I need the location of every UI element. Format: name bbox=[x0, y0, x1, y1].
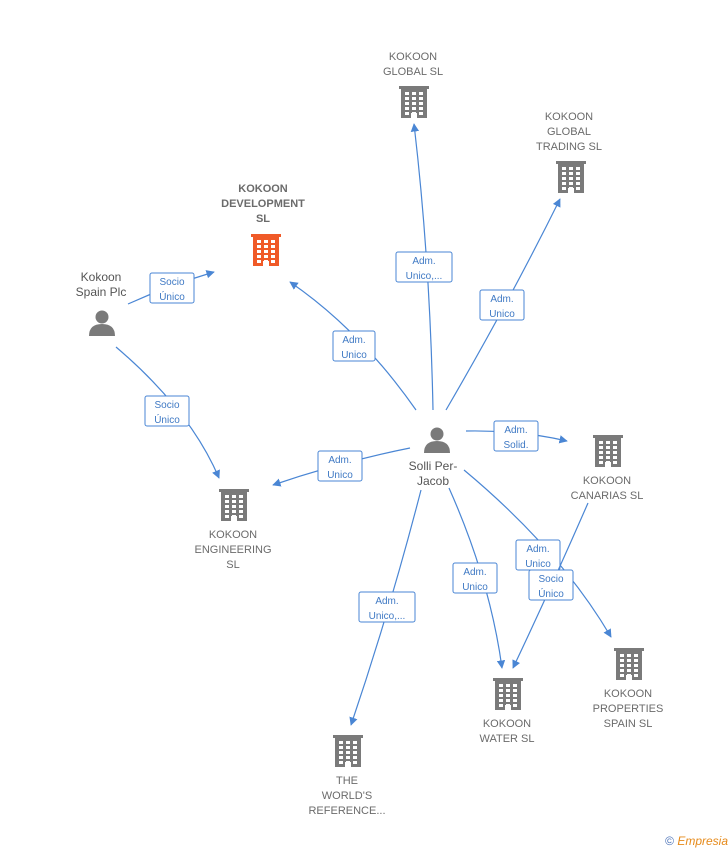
node-label-line: Kokoon bbox=[81, 270, 122, 284]
edge-label-box[interactable]: Adm. Solid. bbox=[493, 420, 539, 452]
building-icon[interactable] bbox=[556, 161, 586, 193]
building-icon[interactable] bbox=[219, 489, 249, 521]
node-label-line: PROPERTIES bbox=[593, 703, 664, 715]
node-label-line: WORLD'S bbox=[322, 790, 372, 802]
edge-label-line: Adm. bbox=[342, 335, 365, 346]
person-icon[interactable] bbox=[424, 427, 450, 454]
edge-solli-to-worlds-reference: Adm. Unico,... bbox=[349, 489, 422, 726]
node-label-line: KOKOON bbox=[209, 529, 257, 541]
node-kokoon-global-trading[interactable]: KOKOON GLOBAL TRADING SL bbox=[536, 111, 602, 193]
edge-solli-to-development: Adm. Unico bbox=[289, 281, 417, 411]
node-kokoon-engineering[interactable]: KOKOON ENGINEERING SL bbox=[194, 489, 272, 571]
edge-label-box[interactable]: Adm. Unico bbox=[452, 562, 498, 594]
edge-solli-to-global-trading: Adm. Unico bbox=[445, 198, 561, 411]
edge-label-box[interactable]: Adm. Unico bbox=[317, 450, 363, 482]
edge-label-line: Socio bbox=[154, 400, 179, 411]
edge-label-line: Adm. bbox=[412, 256, 435, 267]
edge-label-line: Unico bbox=[525, 559, 551, 570]
node-label-line: WATER SL bbox=[479, 733, 534, 745]
building-icon[interactable] bbox=[251, 234, 281, 266]
node-label-line: KOKOON bbox=[389, 51, 437, 63]
edge-solli-to-engineering: Adm. Unico bbox=[272, 447, 411, 487]
node-label-line: SPAIN SL bbox=[604, 718, 653, 730]
edge-label-line: Único bbox=[154, 413, 180, 426]
footer-watermark: © Empresia bbox=[665, 834, 728, 848]
edge-label-line: Unico bbox=[462, 582, 488, 593]
edge-label-line: Adm. bbox=[526, 544, 549, 555]
node-worlds-reference[interactable]: THE WORLD'S REFERENCE... bbox=[308, 735, 386, 817]
edge-label-box[interactable]: Adm. Unico bbox=[479, 289, 525, 321]
node-kokoon-global[interactable]: KOKOON GLOBAL SL bbox=[383, 51, 443, 118]
edge-label-line: Socio bbox=[159, 277, 184, 288]
edge-label-box[interactable]: Adm. Unico,... bbox=[395, 251, 453, 283]
edges-layer: Adm.Unico,...Adm.UnicoAdm.UnicoSocioÚnic… bbox=[115, 123, 612, 726]
edge-solli-to-canarias: Adm. Solid. bbox=[465, 420, 568, 452]
empresia-logo: Empresia bbox=[677, 834, 728, 848]
node-solli-per-jacob[interactable]: Solli Per-Jacob bbox=[409, 427, 458, 489]
copyright-symbol: © bbox=[665, 834, 674, 848]
building-icon[interactable] bbox=[333, 735, 363, 767]
node-kokoon-properties-spain[interactable]: KOKOON PROPERTIES SPAIN SL bbox=[593, 648, 664, 730]
edge-label-line: Solid. bbox=[503, 440, 528, 451]
node-label-line: GLOBAL SL bbox=[383, 66, 443, 78]
edge-label-line: Socio bbox=[538, 574, 563, 585]
node-label-line: Jacob bbox=[417, 474, 449, 488]
edge-label-line: Unico bbox=[327, 470, 353, 481]
building-icon[interactable] bbox=[614, 648, 644, 680]
edge-label-line: Unico,... bbox=[406, 271, 443, 282]
edge-solli-to-water: Adm. Unico bbox=[448, 487, 506, 669]
node-label-line: SL bbox=[226, 559, 239, 571]
edge-label-line: Adm. bbox=[490, 294, 513, 305]
node-label-line: CANARIAS SL bbox=[571, 490, 644, 502]
edge-label-line: Único bbox=[538, 587, 564, 600]
edge-label-line: Adm. bbox=[463, 567, 486, 578]
node-kokoon-canarias[interactable]: KOKOON CANARIAS SL bbox=[571, 435, 644, 502]
node-label-line: KOKOON bbox=[483, 718, 531, 730]
edge-label-line: Adm. bbox=[328, 455, 351, 466]
edge-label-box[interactable]: Adm. Unico bbox=[332, 330, 376, 362]
edge-label-box[interactable]: Adm. Unico bbox=[515, 539, 561, 571]
node-label-line: ENGINEERING bbox=[194, 544, 271, 556]
node-label-line: DEVELOPMENT bbox=[221, 198, 305, 210]
node-label-line: SL bbox=[256, 213, 270, 225]
node-label-line: TRADING SL bbox=[536, 141, 602, 153]
edge-label-line: Unico,... bbox=[369, 611, 406, 622]
node-label-line: KOKOON bbox=[583, 475, 631, 487]
node-label-line: THE bbox=[336, 775, 358, 787]
building-icon[interactable] bbox=[399, 86, 429, 118]
building-icon[interactable] bbox=[593, 435, 623, 467]
edge-label-line: Adm. bbox=[375, 596, 398, 607]
edge-label-line: Único bbox=[159, 290, 185, 303]
node-kokoon-water[interactable]: KOKOON WATER SL bbox=[479, 678, 535, 745]
node-label-line: REFERENCE... bbox=[308, 805, 385, 817]
node-label-line: GLOBAL bbox=[547, 126, 591, 138]
edge-solli-to-global: Adm. Unico,... bbox=[395, 123, 453, 411]
person-icon[interactable] bbox=[89, 310, 115, 337]
edge-solli-to-properties: Adm. Unico bbox=[463, 469, 612, 638]
node-label-line: KOKOON bbox=[604, 688, 652, 700]
node-kokoon-development[interactable]: KOKOON DEVELOPMENT SL bbox=[221, 183, 305, 266]
node-label-line: KOKOON bbox=[545, 111, 593, 123]
edge-label-line: Adm. bbox=[504, 425, 527, 436]
edge-label-line: Unico bbox=[341, 350, 367, 361]
node-label-line: Spain Plc bbox=[76, 285, 127, 299]
building-icon[interactable] bbox=[493, 678, 523, 710]
node-label-line: Solli Per- bbox=[409, 459, 458, 473]
node-label-line: KOKOON bbox=[238, 183, 288, 195]
edge-label-box[interactable]: Adm. Unico,... bbox=[358, 591, 416, 623]
edge-label-line: Unico bbox=[489, 309, 515, 320]
